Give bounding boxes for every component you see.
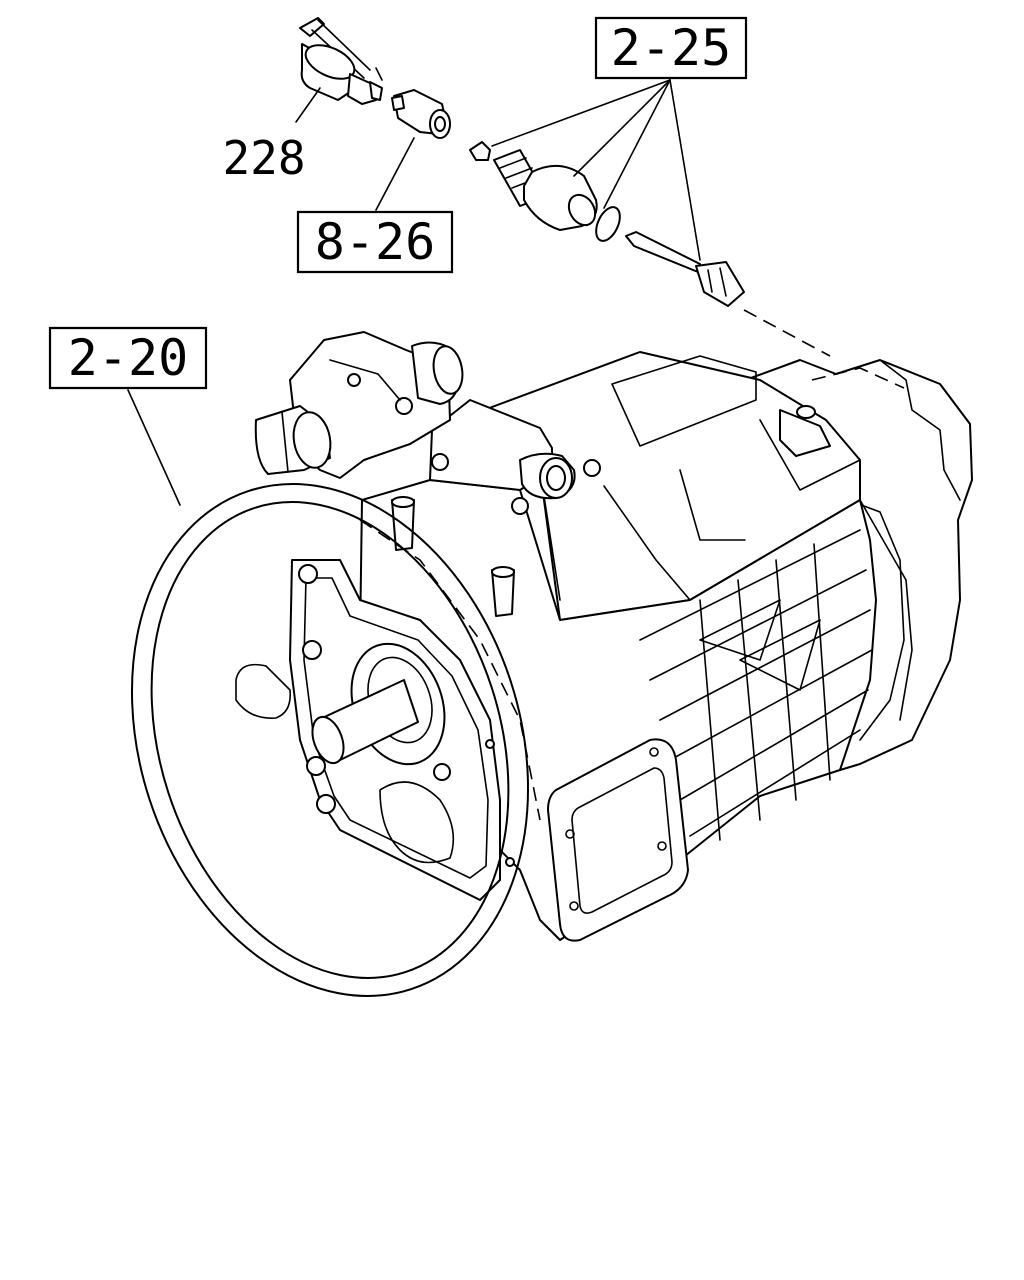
bell-housing-flange <box>68 432 591 1048</box>
assembly-line <box>744 310 830 356</box>
callout-8-26-label: 8-26 <box>315 213 435 271</box>
transmission-assembly <box>68 332 972 1048</box>
part-228-sensor <box>300 18 382 104</box>
leader-228 <box>296 88 320 122</box>
callout-2-20-label: 2-20 <box>68 329 188 387</box>
callout-8-26: 8-26 <box>298 212 452 272</box>
callout-2-25-label: 2-25 <box>611 19 731 77</box>
part-2-25-assembly <box>470 142 744 306</box>
leader-8-26 <box>376 138 414 210</box>
callout-2-25: 2-25 <box>596 18 746 78</box>
callout-2-20: 2-20 <box>50 328 206 388</box>
leaders-2-25 <box>492 80 700 260</box>
part-number-228: 228 <box>222 131 305 185</box>
leader-2-20 <box>128 390 180 505</box>
part-8-26-connector <box>392 90 450 138</box>
